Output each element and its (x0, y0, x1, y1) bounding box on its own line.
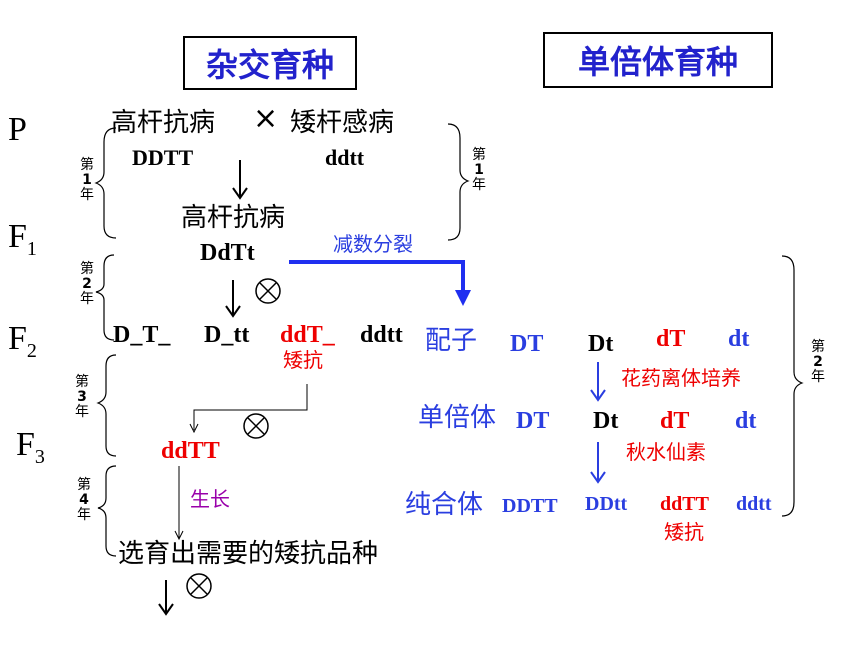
parent2-genotype: ddtt (325, 145, 365, 170)
gamete-3: dT (656, 326, 686, 352)
haploid-breeding-title: 单倍体育种 (543, 32, 773, 88)
brace-year-4-left (97, 465, 117, 557)
haploid-2: Dt (593, 408, 619, 434)
haploid-1: DT (516, 408, 550, 434)
brace-year-1-left (94, 127, 117, 239)
selfing-symbol-final (186, 573, 212, 599)
f3-genotype: ddTT (161, 438, 220, 464)
gametes-label: 配子 (425, 326, 478, 356)
brace-year-3-left (96, 354, 117, 457)
parent1-trait: 高杆抗病 (111, 108, 216, 138)
parent2-trait: 矮杆感病 (290, 108, 395, 138)
f1-trait: 高杆抗病 (181, 203, 286, 233)
final-selection: 选育出需要的矮抗品种 (118, 539, 379, 569)
connector-f2-to-f3 (193, 384, 308, 430)
anther-culture-label: 花药离体培养 (621, 366, 741, 390)
haploid-label: 单倍体 (418, 403, 497, 433)
gamete-2: Dt (588, 331, 614, 357)
brace-year-2-right (781, 255, 804, 517)
meiosis-arrow (289, 260, 465, 296)
pure-genotype-3: ddTT (660, 493, 709, 515)
brace-year-1-right (447, 123, 470, 241)
f2-dwarf-resistant-label: 矮抗 (283, 348, 323, 372)
gamete-4: dt (728, 326, 750, 352)
selfing-symbol-f1 (255, 278, 281, 304)
f2-genotype-2: D_tt (204, 322, 250, 348)
f2-genotype-3: ddT_ (280, 322, 335, 348)
f2-genotype-1: D_T_ (113, 322, 171, 348)
haploid-4: dt (735, 408, 757, 434)
colchicine-label: 秋水仙素 (626, 440, 706, 464)
hybrid-breeding-title: 杂交育种 (183, 36, 357, 90)
pure-dwarf-resistant-label: 矮抗 (664, 520, 704, 544)
growth-label: 生长 (190, 487, 230, 511)
parent1-genotype: DDTT (132, 145, 194, 170)
generation-f1: F1 (8, 218, 37, 260)
meiosis-label: 减数分裂 (333, 232, 413, 256)
pure-genotype-4: ddtt (736, 493, 772, 515)
generation-p: P (8, 111, 27, 148)
haploid-3: dT (660, 408, 690, 434)
pure-genotype-2: DDtt (585, 493, 628, 515)
f1-genotype: DdTt (200, 240, 255, 266)
pure-line-label: 纯合体 (405, 490, 484, 520)
selfing-symbol-f3 (243, 413, 269, 439)
pure-genotype-1: DDTT (502, 495, 558, 517)
f2-genotype-4: ddtt (360, 322, 403, 348)
brace-year-2-left (95, 254, 115, 341)
cross-symbol: × (253, 101, 279, 136)
generation-f2: F2 (8, 320, 37, 362)
generation-f3: F3 (16, 426, 45, 468)
gamete-1: DT (510, 331, 544, 357)
